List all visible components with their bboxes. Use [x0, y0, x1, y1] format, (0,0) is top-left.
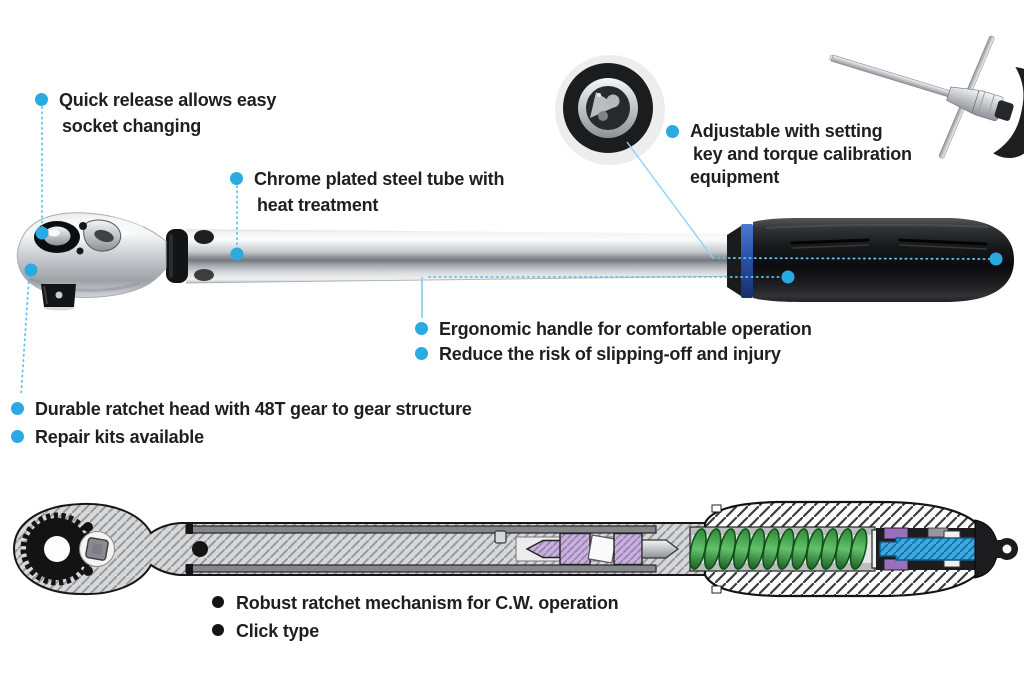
cyan-bullet-icon [415, 322, 428, 335]
callout-mechanism: Robust ratchet mechanism for C.W. operat… [212, 590, 619, 616]
leader-closeup-h [712, 257, 991, 260]
callout-line: socket changing [62, 116, 202, 136]
callout-line: key and torque calibration [693, 144, 912, 164]
setting-key-photo [829, 35, 1024, 159]
handle-end-closeup-photo [555, 55, 665, 165]
callout-repair-kits: Repair kits available [11, 424, 204, 450]
callout-line: Click type [236, 621, 320, 641]
cyan-bullet-icon [11, 402, 24, 415]
ratchet-head [16, 212, 167, 311]
callout-adjustable: Adjustable with setting key and torque c… [666, 120, 912, 189]
callout-click-type: Click type [212, 618, 319, 644]
callout-line: heat treatment [257, 195, 379, 215]
cross-section-end-cap [974, 519, 1018, 579]
cross-section-cam [515, 532, 680, 566]
leader-lines [20, 106, 1003, 397]
cyan-bullet-icon [415, 347, 428, 360]
black-bullet-icon [212, 624, 224, 636]
callout-line: Robust ratchet mechanism for C.W. operat… [236, 593, 619, 613]
steel-tube [185, 229, 749, 284]
cyan-bullet-icon [11, 430, 24, 443]
leader-ratchet-head [20, 276, 30, 397]
callout-ratchet-head: Durable ratchet head with 48T gear to ge… [11, 396, 472, 422]
cyan-bullet-icon [35, 93, 48, 106]
square-drive [41, 284, 76, 311]
cross-section-pivot-pin [192, 541, 208, 557]
callout-chrome-tube: Chrome plated steel tube with heat treat… [230, 166, 504, 218]
callout-quick-release: Quick release allows easy socket changin… [35, 87, 276, 139]
cyan-bullet-icon [230, 172, 243, 185]
callout-line: Durable ratchet head with 48T gear to ge… [35, 399, 472, 419]
callout-slip-risk: Reduce the risk of slipping-off and inju… [415, 341, 781, 367]
callout-line: Ergonomic handle for comfortable operati… [439, 319, 812, 339]
cross-section-spring [689, 526, 903, 572]
callout-ergonomic-handle: Ergonomic handle for comfortable operati… [415, 316, 812, 342]
callout-line: equipment [690, 167, 780, 187]
handle-blue-ring [741, 224, 753, 298]
cross-section-adjuster [876, 527, 989, 571]
leader-closeup-diagonal [626, 141, 714, 259]
reversing-lever [83, 219, 122, 252]
callout-line: Quick release allows easy [59, 90, 277, 110]
cross-section-diagram [12, 500, 1018, 598]
black-bullet-icon [212, 596, 224, 608]
callout-line: Reduce the risk of slipping-off and inju… [439, 344, 781, 364]
collar-ring [166, 229, 188, 283]
callout-line: Repair kits available [35, 427, 204, 447]
callout-line: Chrome plated steel tube with [254, 169, 505, 189]
cyan-bullet-icon [666, 125, 679, 138]
callout-line: Adjustable with setting [690, 121, 883, 141]
tube-pin [194, 230, 214, 244]
handle [727, 218, 1014, 302]
cross-section-drive-square [79, 531, 115, 567]
torque-wrench-photo [16, 212, 1014, 311]
